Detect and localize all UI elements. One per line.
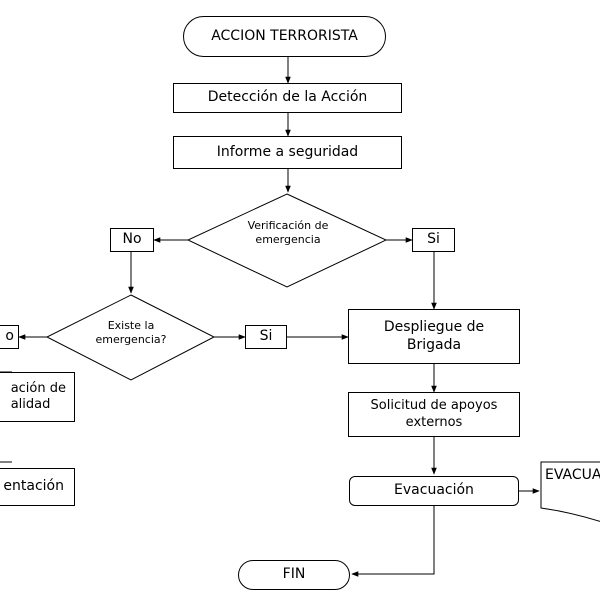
exists-no-box: o — [0, 325, 19, 349]
exists-label-line2: emergencia? — [95, 332, 167, 346]
support-step: Solicitud de apoyos externos — [348, 392, 520, 437]
start-label: ACCION TERRORISTA — [211, 27, 358, 44]
deploy-label-line1: Despliegue de — [383, 319, 485, 335]
verify-label-line2: emergencia — [255, 232, 321, 246]
verify-label-line1: Verificación de — [247, 219, 329, 232]
evacuation-label: Evacuación — [394, 482, 474, 499]
start-terminal: ACCION TERRORISTA — [183, 16, 386, 57]
deploy-step: Despliegue de Brigada — [348, 309, 520, 364]
verify-no-label: No — [122, 231, 142, 248]
left-step-1-line2: alidad — [10, 397, 51, 412]
exists-no-label: o — [5, 328, 14, 345]
detection-step: Detección de la Acción — [173, 83, 402, 113]
arrow-evacuation-to-end — [351, 506, 435, 577]
verify-no-box: No — [110, 228, 154, 252]
end-terminal: FIN — [238, 560, 350, 590]
support-label-line1: Solicitud de apoyos — [370, 398, 498, 414]
deploy-label-line2: Brigada — [406, 336, 462, 353]
exists-yes-label: Si — [259, 328, 273, 345]
evacuation-step: Evacuación — [349, 476, 519, 506]
report-label: Informe a seguridad — [216, 143, 359, 160]
end-label: FIN — [282, 566, 306, 583]
exists-decision-diamond — [45, 294, 216, 381]
verify-decision-text: Verificación de emergencia — [218, 219, 358, 247]
verify-yes-label: Si — [427, 231, 440, 248]
left-step-1-line1: ación de — [10, 380, 66, 396]
exists-yes-box: Si — [245, 325, 287, 349]
left-step-2: entación — [0, 468, 75, 506]
support-label-line2: externos — [405, 414, 463, 430]
evacua-document-shape — [540, 461, 600, 522]
report-step: Informe a seguridad — [173, 136, 402, 169]
left-step-1: ación de alidad — [0, 372, 75, 422]
verify-decision-diamond — [186, 193, 388, 288]
exists-label-line1: Existe la — [107, 319, 155, 332]
detection-label: Detección de la Acción — [207, 89, 368, 106]
evacua-document-text: EVACUA — [545, 467, 600, 483]
exists-decision-text: Existe la emergencia? — [76, 319, 186, 347]
verify-yes-box: Si — [412, 228, 455, 252]
left-step-2-label: entación — [3, 478, 64, 495]
